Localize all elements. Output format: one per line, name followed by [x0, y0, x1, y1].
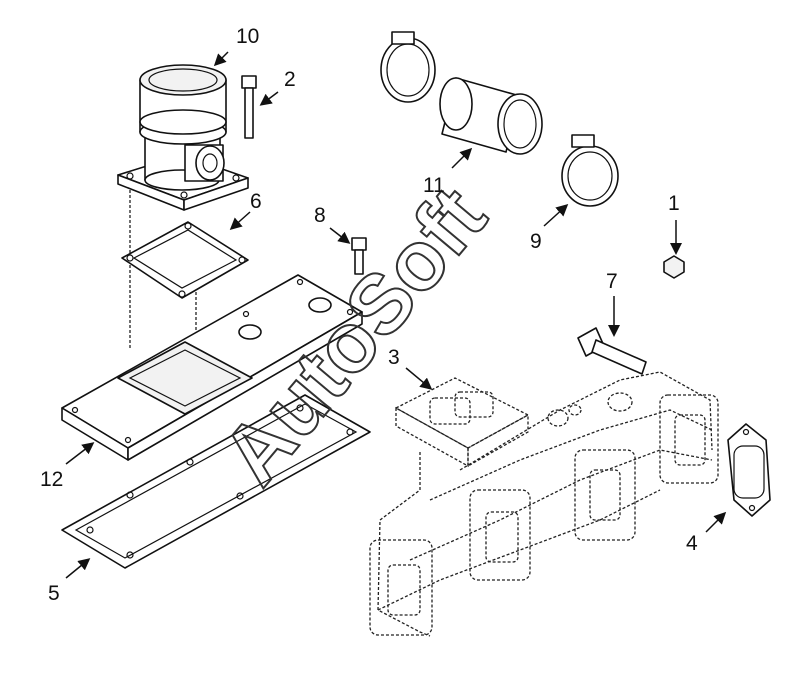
bolt-part-7 [577, 327, 647, 375]
manifold-gasket-part-4 [727, 423, 771, 517]
leader-2 [259, 91, 279, 106]
leader-3 [405, 367, 433, 390]
bolt-part-2 [241, 75, 257, 139]
leader-4 [705, 511, 727, 533]
callout-8: 8 [314, 204, 326, 227]
leader-6 [229, 211, 251, 230]
callout-10: 10 [236, 25, 259, 48]
callout-4: 4 [686, 532, 698, 555]
gasket-part-5 [61, 394, 371, 569]
outlet-elbow-part-10 [117, 64, 249, 211]
exhaust-manifold-part-3 [369, 371, 719, 637]
callout-3: 3 [388, 346, 400, 369]
nut-part-1 [663, 255, 685, 279]
callout-11: 11 [423, 174, 445, 197]
callout-7: 7 [606, 270, 618, 293]
bolt-part-8 [351, 237, 367, 275]
hose-clamp-part-9 [380, 31, 619, 207]
leader-9 [543, 203, 569, 227]
callout-5: 5 [48, 582, 60, 605]
callout-1: 1 [668, 192, 680, 215]
hose-part-11 [439, 77, 543, 155]
leader-10 [213, 51, 229, 67]
leader-5 [65, 558, 91, 579]
callout-12: 12 [40, 468, 63, 491]
leader-8 [329, 227, 351, 244]
callout-2: 2 [284, 68, 296, 91]
cover-plate-part-12 [61, 274, 363, 461]
leader-12 [65, 442, 95, 465]
callout-9: 9 [530, 230, 542, 253]
callout-6: 6 [250, 190, 262, 213]
leader-11 [451, 147, 473, 169]
gasket-part-6 [121, 221, 249, 299]
